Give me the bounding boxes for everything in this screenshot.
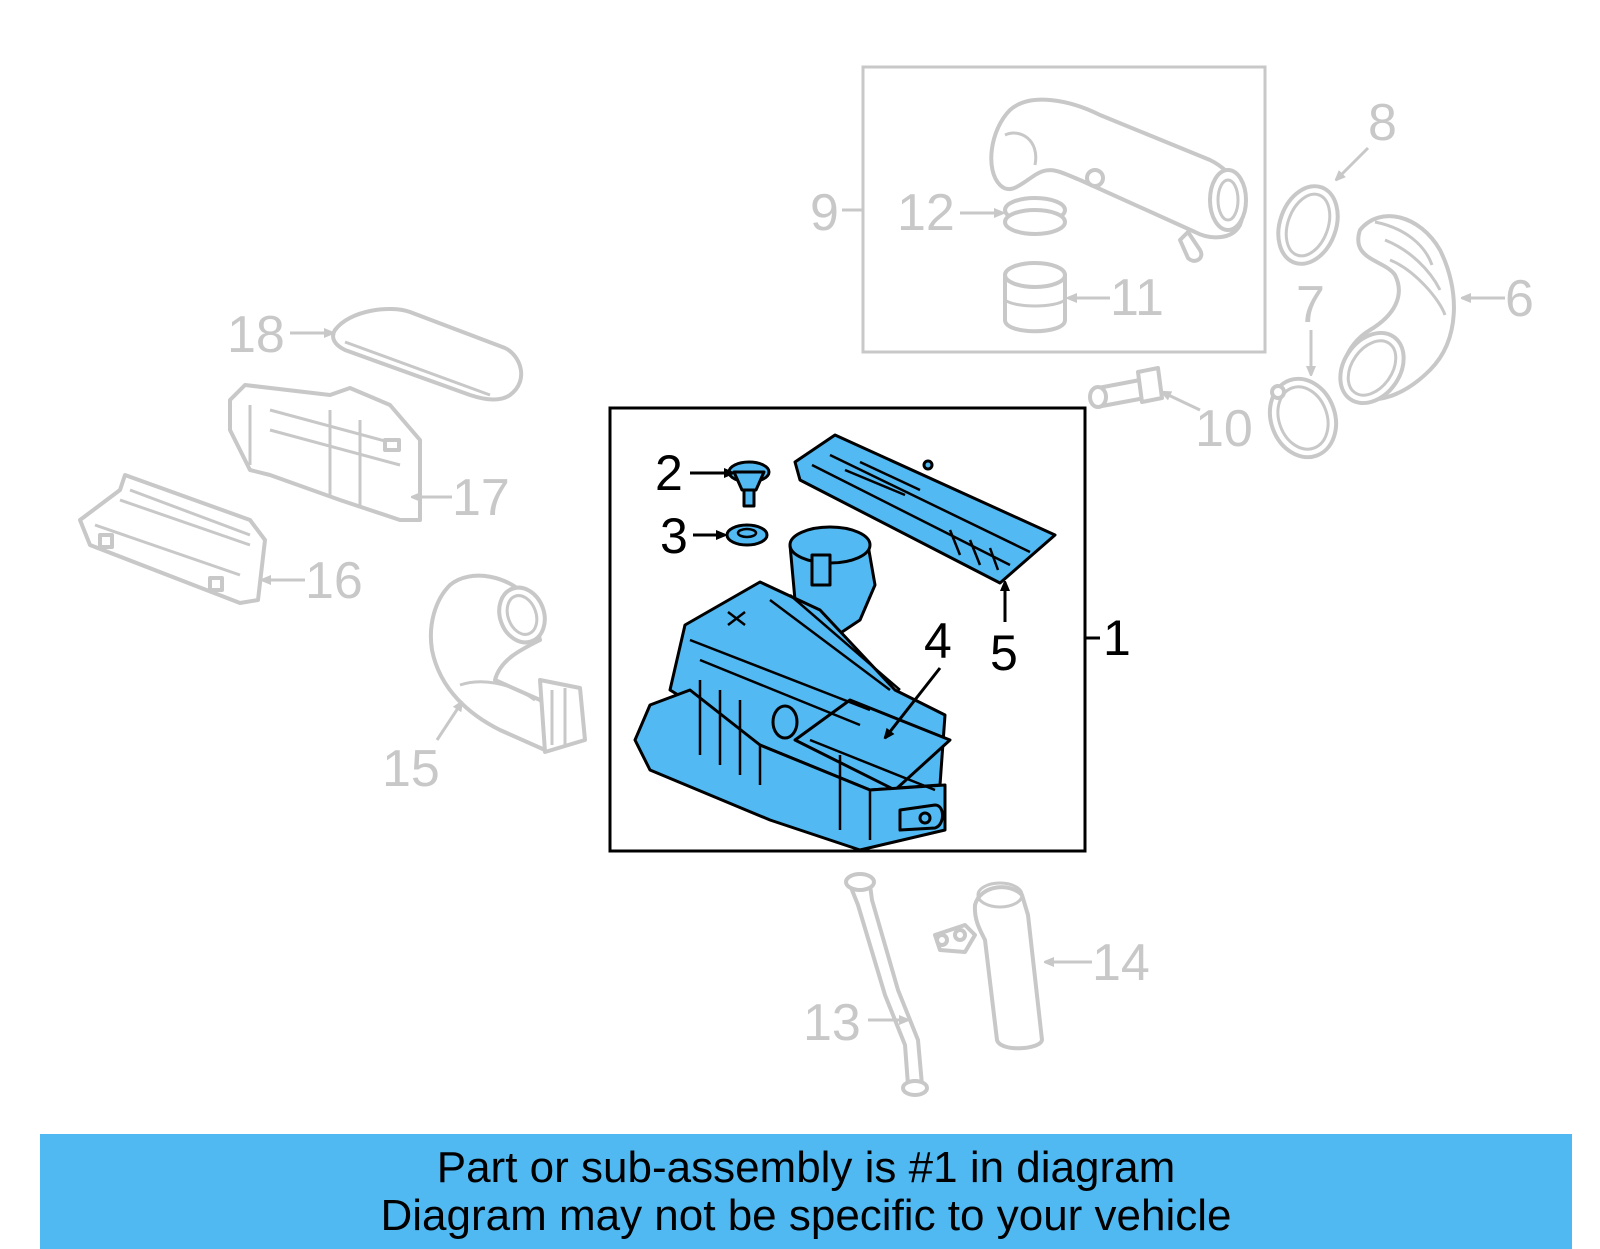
callout-6: 6 [1505,270,1534,328]
callout-15: 15 [382,740,440,798]
part-7-clamp [1267,376,1339,460]
banner-line-2: Diagram may not be specific to your vehi… [380,1191,1232,1240]
callout-1: 1 [1103,610,1131,666]
part-12-clamp [1003,196,1067,236]
callout-11: 11 [1110,269,1164,327]
part-18-cover [331,307,524,402]
callout-14: 14 [1092,934,1150,992]
part-16-lower-duct [78,473,267,605]
part-11-coupler [1003,261,1067,334]
part-5-lid [793,433,1057,585]
callout-8: 8 [1368,94,1397,152]
callout-4: 4 [924,613,952,669]
callout-12: 12 [897,184,955,242]
banner-line-1: Part or sub-assembly is #1 in diagram [436,1143,1176,1192]
callout-5: 5 [990,625,1018,681]
leader-10 [1162,390,1201,412]
callout-10: 10 [1195,400,1253,458]
callout-3: 3 [660,508,688,564]
part-13-drain-tube [844,872,929,1097]
part-15-elbow-hose [428,573,587,754]
part-6-bellows-hose [1338,214,1456,406]
part-3-grommet [725,523,769,547]
main-assembly-box [608,406,1087,853]
part-2-pin [727,460,771,508]
callout-13: 13 [803,994,861,1052]
leader-4 [885,667,942,738]
part-14-snorkel [933,881,1044,1051]
leader-15 [435,702,462,741]
info-banner: Part or sub-assembly is #1 in diagram Di… [40,1134,1572,1249]
callout-18: 18 [227,306,285,364]
callout-7: 7 [1296,276,1325,334]
callout-2: 2 [655,445,683,501]
part-1-housing [633,525,952,852]
part-17-duct [228,383,422,522]
callout-17: 17 [452,469,510,527]
leader-8 [1336,146,1370,180]
callout-16: 16 [305,552,363,610]
callout-9: 9 [810,184,839,242]
part-8-clamp [1276,184,1340,266]
part-10-bolt [1088,366,1164,409]
part-9-intake-duct [989,97,1248,263]
